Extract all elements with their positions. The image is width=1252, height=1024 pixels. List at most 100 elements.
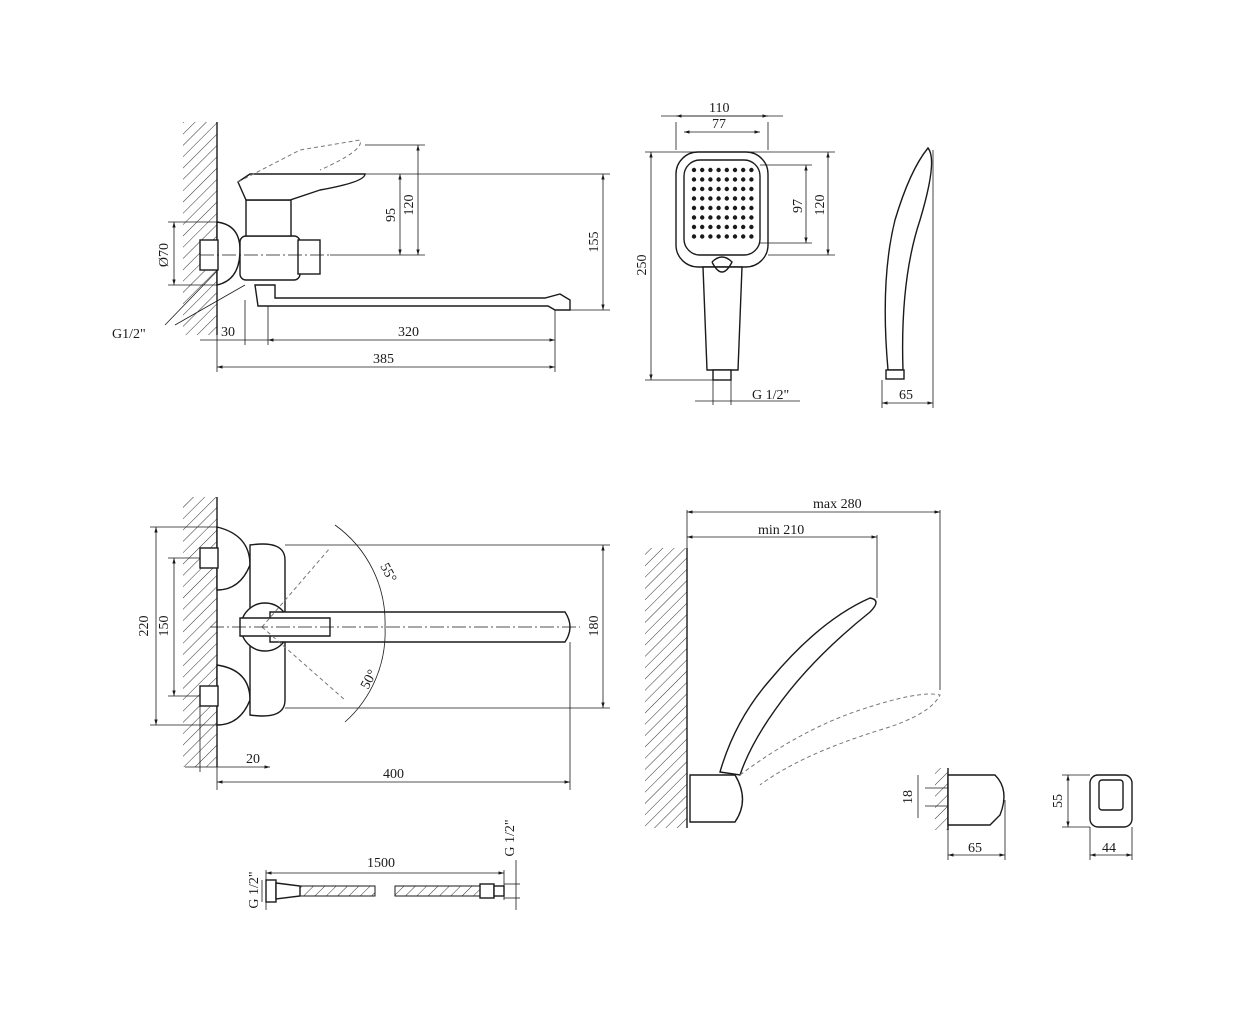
dim-97: 97 — [791, 199, 806, 213]
nozzle-dot — [749, 196, 754, 201]
nozzle-dot — [700, 186, 705, 192]
handle — [702, 266, 743, 371]
thread-label-shower: G 1/2" — [752, 388, 789, 403]
nozzle-dot — [732, 205, 738, 211]
nozzle-dot — [708, 234, 713, 239]
dim-max-280: max 280 — [813, 497, 862, 512]
spout — [254, 284, 571, 311]
nozzle-dot — [716, 196, 721, 201]
lever — [237, 173, 366, 201]
nozzle-dot — [732, 215, 738, 220]
nozzle-dot — [691, 234, 697, 239]
nozzle-dot — [741, 196, 746, 201]
dim-44: 44 — [1102, 841, 1116, 856]
nozzle-dot — [691, 167, 697, 173]
nozzle-dot — [700, 167, 705, 173]
side-view-faucet: 120 95 155 Ø70 G1/2" 30 320 385 — [112, 122, 610, 372]
angle-50: 50° — [358, 668, 380, 692]
dim-150: 150 — [157, 616, 172, 637]
nozzle-dot — [716, 215, 721, 220]
nozzle-dot — [700, 205, 705, 211]
hand-shower-side: 65 — [881, 146, 934, 408]
dim-d70: Ø70 — [157, 243, 172, 267]
dim-95: 95 — [384, 208, 399, 222]
nozzle-dot — [700, 234, 705, 239]
nozzle-dot — [716, 177, 721, 182]
nozzle-dot — [749, 186, 754, 192]
dim-77: 77 — [712, 117, 726, 132]
nozzle-dot — [749, 205, 754, 211]
nozzle-dot — [732, 167, 738, 173]
nozzle-dot — [724, 177, 729, 182]
nozzle-dot — [716, 186, 721, 192]
hose-thread-right: G 1/2" — [503, 819, 518, 856]
nozzle-dot — [724, 205, 729, 211]
nozzle-dot — [741, 234, 746, 239]
shower-raised — [719, 597, 877, 776]
nozzle-dot — [749, 215, 754, 220]
nozzle-dot — [732, 196, 738, 201]
dim-120b: 120 — [813, 195, 828, 216]
nozzle-dot — [749, 167, 754, 173]
thread-label: G1/2" — [112, 327, 146, 342]
nozzle-dot — [708, 224, 713, 230]
nozzle-dot — [708, 186, 713, 192]
dim-55: 55 — [1051, 794, 1066, 808]
nozzle-dot — [700, 215, 705, 220]
nozzle-dot — [716, 234, 721, 239]
nozzle-dot — [691, 177, 697, 182]
nozzle-dot — [741, 177, 746, 182]
nozzle-dot — [716, 224, 721, 230]
nozzle-dot — [732, 186, 738, 192]
nozzle-dot — [724, 167, 729, 173]
dim-18: 18 — [901, 790, 916, 804]
dim-min-210: min 210 — [758, 523, 804, 538]
nozzle-grid — [691, 167, 754, 239]
nozzle-dot — [708, 205, 713, 211]
nozzle-dot — [741, 167, 746, 173]
dim-180: 180 — [587, 616, 602, 637]
hose-length: 1500 — [367, 856, 395, 871]
nozzle-dot — [749, 224, 754, 230]
dim-110: 110 — [709, 101, 729, 116]
nozzle-dot — [741, 224, 746, 230]
nozzle-dot — [691, 224, 697, 230]
hose: 1500 G 1/2" G 1/2" — [247, 819, 520, 910]
dim-30: 30 — [221, 325, 235, 340]
lever-raised — [237, 139, 361, 183]
angle-55: 55° — [376, 561, 398, 585]
dim-155: 155 — [587, 232, 602, 253]
nozzle-dot — [749, 177, 754, 182]
dim-250: 250 — [635, 255, 650, 276]
dim-220: 220 — [137, 616, 152, 637]
dim-20: 20 — [246, 752, 260, 767]
nozzle-dot — [724, 196, 729, 201]
nozzle-dot — [749, 234, 754, 239]
nozzle-dot — [741, 215, 746, 220]
nozzle-dot — [732, 177, 738, 182]
dim-400: 400 — [383, 767, 404, 782]
nozzle-dot — [732, 234, 738, 239]
wall-hatch — [183, 122, 217, 335]
nozzle-dot — [708, 177, 713, 182]
nozzle-dot — [691, 205, 697, 211]
nozzle-dot — [708, 215, 713, 220]
holder-assembly: max 280 min 210 — [645, 497, 941, 828]
nozzle-dot — [700, 224, 705, 230]
nozzle-dot — [724, 186, 729, 192]
dim-120: 120 — [402, 195, 417, 216]
mode-button — [711, 256, 733, 273]
nozzle-dot — [741, 205, 746, 211]
hand-shower-front: /* nozzles drawn below */ 110 77 97 120 … — [635, 101, 835, 405]
nozzle-dot — [708, 167, 713, 173]
holder-detail-front: 55 44 — [1051, 774, 1133, 860]
dim-65-holder: 65 — [968, 841, 982, 856]
dim-65-depth: 65 — [899, 388, 913, 403]
nozzle-dot — [700, 177, 705, 182]
nozzle-dot — [732, 224, 738, 230]
nozzle-dot — [691, 215, 697, 220]
wall-flange — [216, 221, 241, 286]
nozzle-dot — [700, 196, 705, 201]
